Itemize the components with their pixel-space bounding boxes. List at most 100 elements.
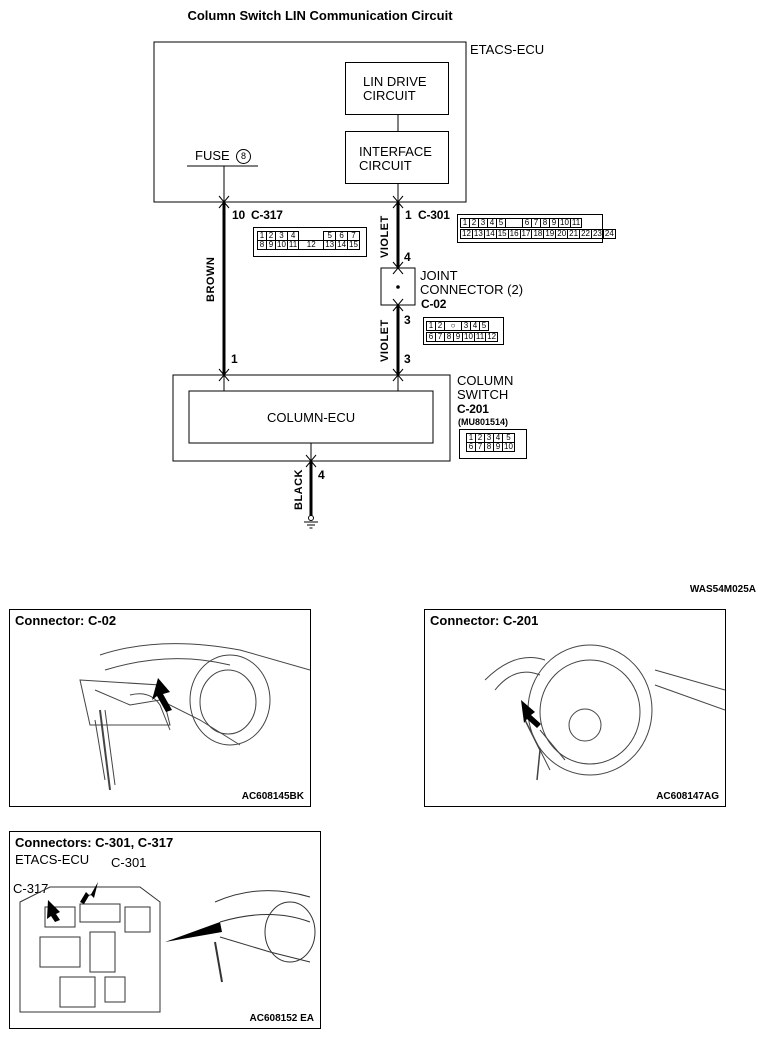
c02-connector-label: C-02 — [421, 297, 447, 311]
panel-connector-c201: Connector: C-201 AC608147AG — [424, 609, 726, 807]
pin: 9 — [453, 332, 463, 342]
arrow-icon — [47, 900, 60, 922]
etacs-ecu-box — [153, 41, 467, 203]
pin: 11 — [473, 332, 487, 342]
panel-code: AC608147AG — [656, 791, 719, 802]
pin-key — [505, 218, 523, 228]
pin: 6 — [426, 332, 436, 342]
pin: 1 — [460, 218, 470, 228]
violet-wire-top-label: VIOLET — [379, 215, 391, 258]
c317-pin-label: 10 — [232, 208, 245, 222]
violet-wire-bottom-label: VIOLET — [379, 319, 391, 362]
column-pin-1-label: 1 — [231, 352, 238, 366]
arrow-icon — [152, 678, 172, 712]
pin: 9 — [266, 240, 276, 250]
ground-pin-label: 4 — [318, 468, 325, 482]
column-switch-line2: SWITCH — [457, 387, 509, 402]
pin: 24 — [602, 229, 616, 239]
panel-connector-c02: Connector: C-02 AC608145BK — [9, 609, 311, 807]
lin-drive-line2: CIRCUIT — [363, 88, 416, 103]
pin: 20 — [555, 229, 569, 239]
pin: 3 — [478, 218, 488, 228]
panel-code: AC608152 EA — [249, 1013, 314, 1024]
lin-drive-line1: LIN DRIVE — [363, 74, 427, 89]
pin: 8 — [257, 240, 267, 250]
joint-pin-3-label: 3 — [404, 313, 411, 327]
pin: 7 — [531, 218, 541, 228]
pin: 15 — [495, 229, 509, 239]
pin: 11 — [569, 218, 583, 228]
pin: 18 — [531, 229, 545, 239]
pin: 22 — [579, 229, 592, 239]
pin: 21 — [567, 229, 581, 239]
pin: 1 — [426, 321, 436, 331]
pin: 10 — [558, 218, 571, 228]
pin: 15 — [347, 240, 360, 250]
pin: 6 — [522, 218, 532, 228]
arrow-icon — [80, 882, 98, 904]
pin: 11 — [286, 240, 300, 250]
pin: 10 — [502, 442, 515, 452]
column-pin-3-label: 3 — [404, 352, 411, 366]
panel-title: Connector: C-201 — [430, 613, 539, 628]
pin: 12 — [298, 240, 325, 250]
dashboard-illustration — [79, 643, 310, 790]
pin: 5 — [496, 218, 506, 228]
pin: 8 — [484, 442, 494, 452]
pin: 14 — [483, 229, 497, 239]
pointer-wedge-icon — [165, 922, 222, 942]
pin: 3 — [461, 321, 471, 331]
pin: 8 — [540, 218, 550, 228]
etacs-ecu-label: ETACS-ECU — [470, 42, 545, 57]
joint-label-line1: JOINT — [420, 268, 458, 283]
pin: 19 — [543, 229, 557, 239]
pin: 14 — [335, 240, 349, 250]
joint-label-line2: CONNECTOR (2) — [420, 282, 524, 297]
pin: 7 — [475, 442, 485, 452]
c317-connector-label: C-317 — [251, 208, 283, 222]
pin: 9 — [493, 442, 503, 452]
panel-title: Connectors: C-301, C-317 — [15, 835, 174, 850]
interface-line1: INTERFACE — [359, 144, 432, 159]
panel-title: Connector: C-02 — [15, 613, 117, 628]
fuse-number: 8 — [236, 149, 251, 164]
column-switch-line1: COLUMN — [457, 373, 514, 388]
pin: 12 — [485, 332, 499, 342]
pin: 2 — [469, 218, 479, 228]
pin: 13 — [323, 240, 337, 250]
pin: 10 — [275, 240, 288, 250]
arrow-icon — [521, 700, 541, 728]
pin: 6 — [466, 442, 476, 452]
joint-pin-4-label: 4 — [404, 250, 411, 264]
panel-code: AC608145BK — [241, 791, 304, 802]
etacs-ecu-illustration — [19, 882, 316, 1013]
pin: 4 — [487, 218, 497, 228]
steering-illustration — [484, 644, 725, 781]
brown-wire-label: BROWN — [205, 256, 217, 302]
figure-code: WAS54M025A — [689, 584, 756, 595]
pin: 16 — [507, 229, 521, 239]
pin: 4 — [470, 321, 480, 331]
column-ecu-label: COLUMN-ECU — [267, 410, 356, 425]
black-wire-label: BLACK — [293, 469, 305, 510]
pin: 9 — [549, 218, 559, 228]
pin: 23 — [590, 229, 604, 239]
pin: 2 — [435, 321, 445, 331]
ground-icon — [304, 515, 318, 529]
c201-connector-label: C-201 — [457, 402, 489, 416]
pin: 5 — [479, 321, 489, 331]
pin: 10 — [462, 332, 475, 342]
lin-drive-circuit-box: LIN DRIVE CIRCUIT — [345, 62, 449, 115]
pin: 8 — [444, 332, 454, 342]
wiring-diagram — [153, 41, 467, 529]
